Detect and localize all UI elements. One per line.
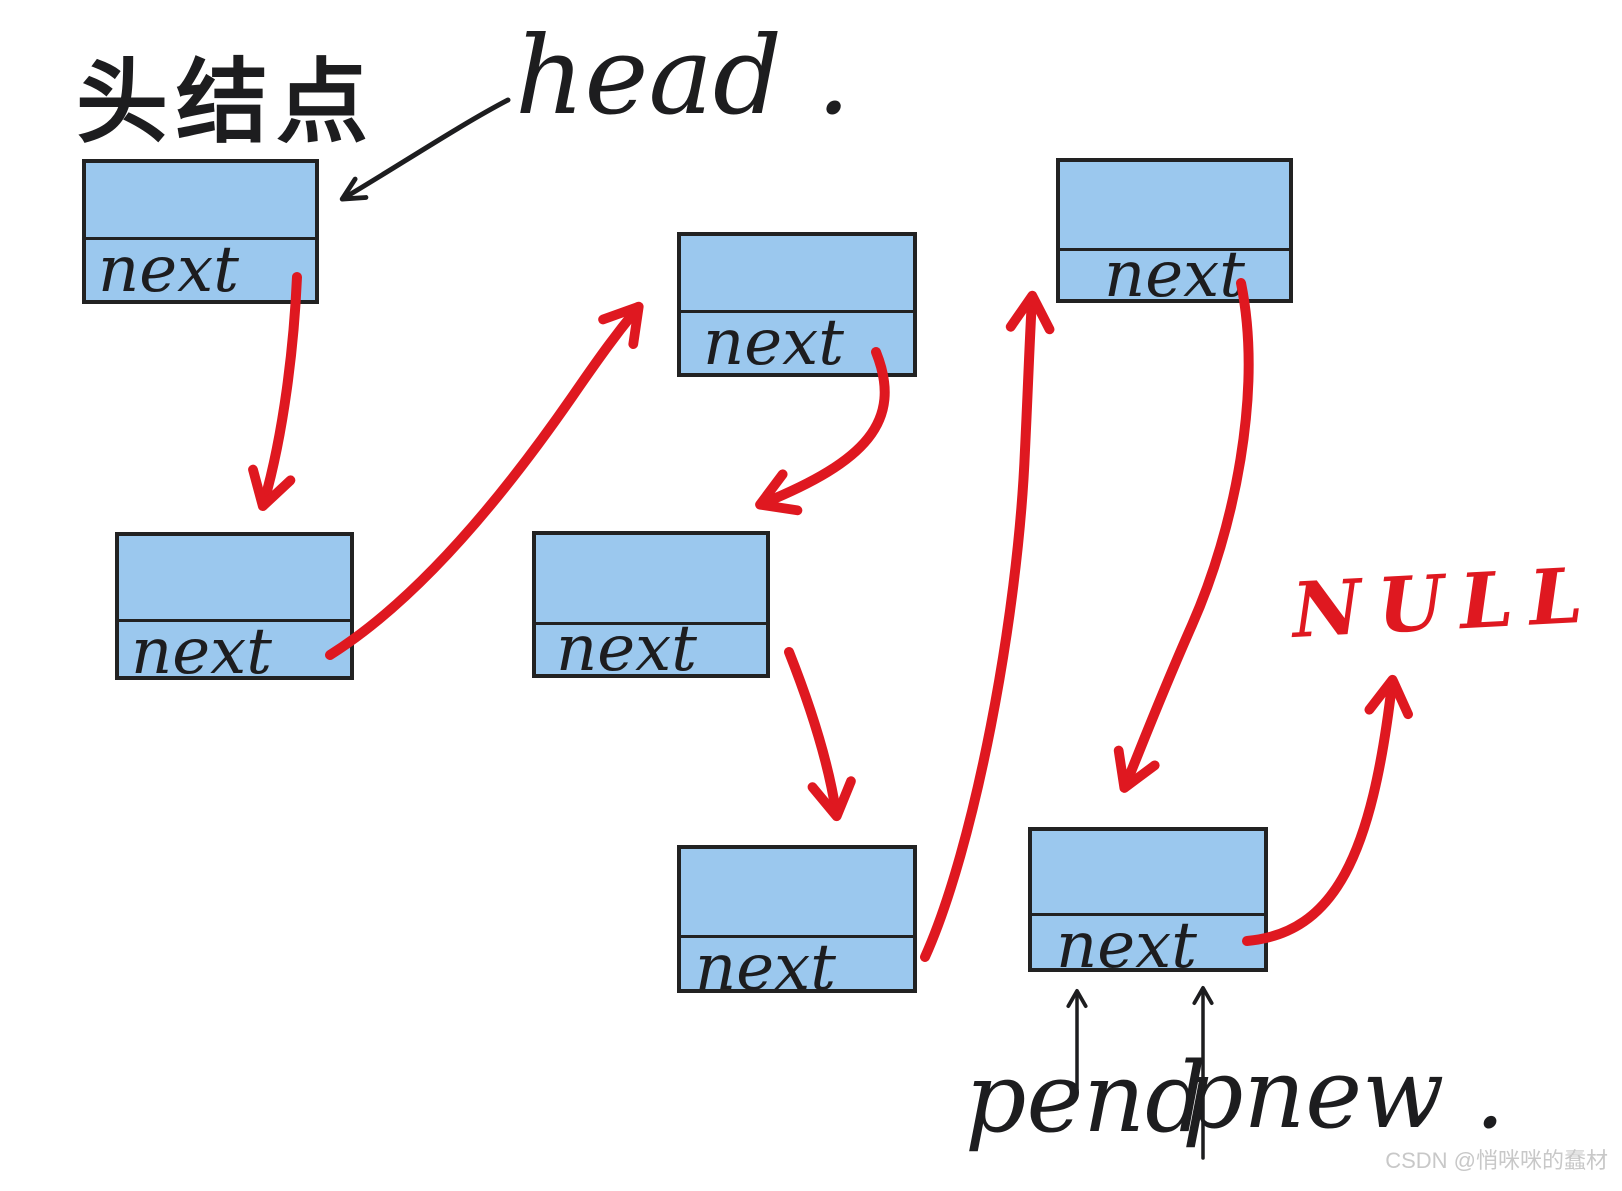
head-node-box: next	[82, 159, 319, 304]
node-pointer-cell: next	[681, 306, 913, 380]
node-data-cell	[1032, 831, 1264, 913]
node-data-cell	[1060, 162, 1289, 248]
node-data-cell	[536, 535, 766, 622]
head-pointer-annotation: head .	[515, 14, 851, 139]
next-label: next	[98, 233, 239, 307]
node-top-right-box: next	[1056, 158, 1293, 312]
node-pointer-cell: next	[1032, 909, 1264, 983]
pnew-annotation: pnew .	[1182, 1038, 1506, 1150]
node-data-cell	[119, 536, 350, 619]
next-label: next	[703, 306, 844, 380]
pend-annotation: pend	[965, 1042, 1207, 1154]
next-label: next	[1056, 909, 1197, 983]
node-bottom-right-box: next	[1028, 827, 1268, 983]
node-pointer-cell: next	[1060, 238, 1289, 312]
next-label: next	[695, 931, 836, 1005]
red-arrow-top-right-to-bottom-right	[1113, 278, 1254, 793]
next-label: next	[556, 612, 697, 686]
head-node-data-cell	[86, 163, 315, 237]
node-pointer-cell: next	[119, 615, 350, 689]
null-annotation: NULL	[1289, 550, 1601, 655]
red-arrow-bottom-middle-to-top-right	[920, 290, 1055, 962]
node-pointer-cell: next	[536, 612, 766, 686]
node-left-middle-box: next	[115, 532, 354, 689]
node-bottom-middle-box: next	[677, 845, 917, 1005]
node-pointer-cell: next	[681, 931, 913, 1005]
watermark: CSDN @悄咪咪的蠢材	[1385, 1148, 1608, 1173]
node-data-cell	[681, 849, 913, 935]
red-arrow-head-to-left-middle	[248, 272, 302, 512]
red-arrow-bottom-right-to-null	[1242, 674, 1413, 946]
node-data-cell	[681, 236, 913, 310]
head-node-cn-annotation: 头结点	[76, 49, 377, 156]
node-top-middle-box: next	[677, 232, 917, 377]
next-label: next	[1104, 238, 1245, 312]
next-label: next	[131, 615, 272, 689]
node-mid-middle-box: next	[532, 531, 770, 686]
head-node-pointer-cell: next	[86, 233, 315, 307]
red-arrow-mid-middle-to-bottom-middle	[784, 647, 856, 822]
